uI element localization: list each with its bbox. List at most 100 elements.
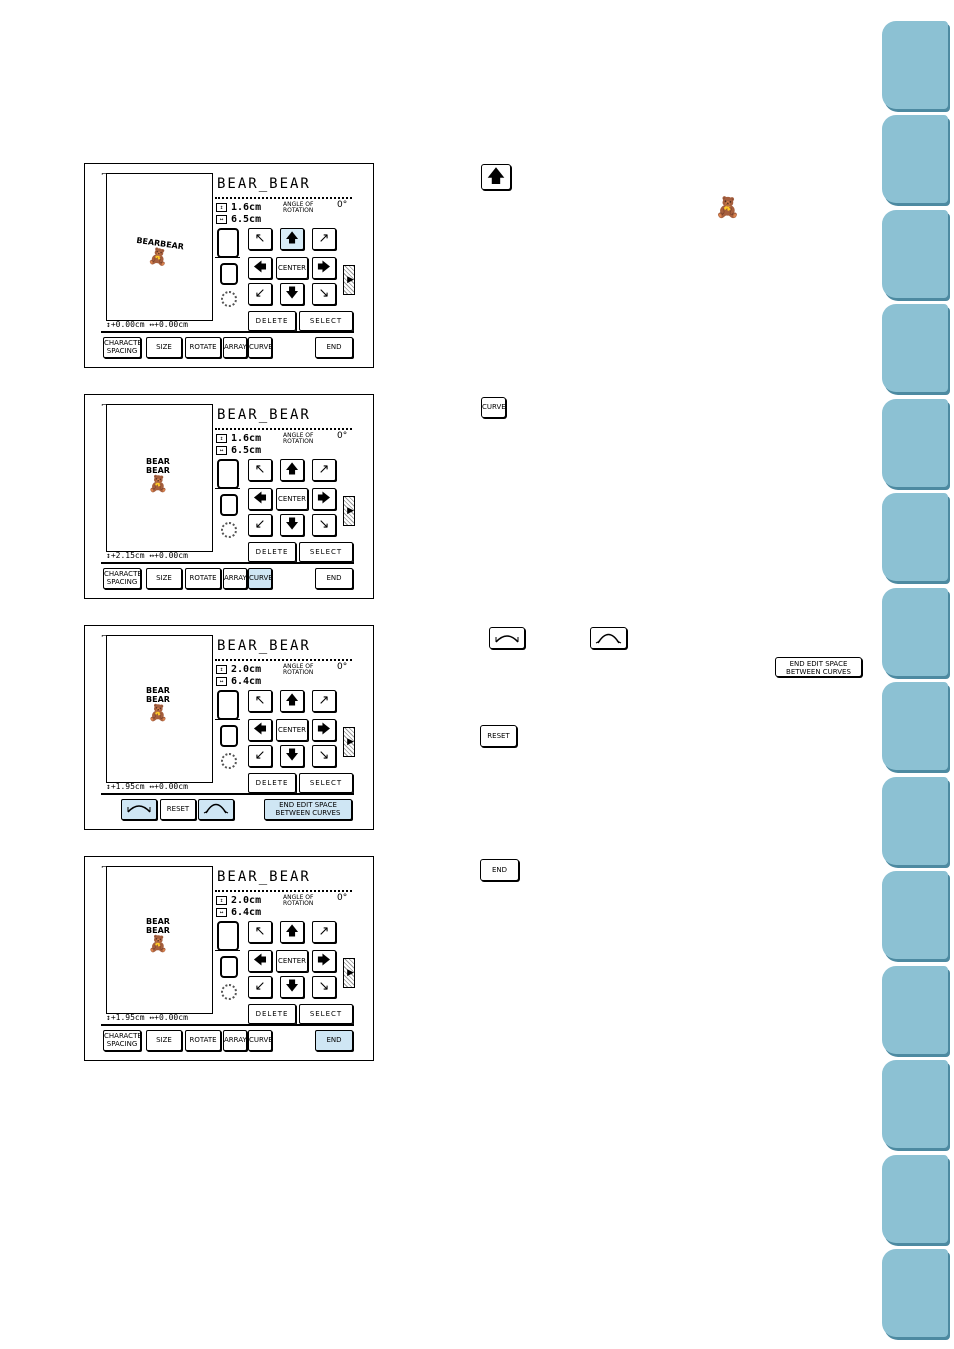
chapter-tab-7[interactable] — [882, 588, 948, 676]
chapter-tab-9[interactable] — [882, 777, 948, 865]
arrow-up-right-button[interactable]: ↗ — [312, 921, 336, 943]
chapter-tab-2[interactable] — [882, 115, 948, 203]
size-button[interactable]: SIZE — [146, 337, 182, 358]
arrow-down-button[interactable]: 🡇 — [280, 745, 304, 767]
arrow-up-button[interactable]: 🡅 — [280, 459, 304, 481]
machine-screen-1: ⌐ BEARBEAR 🧸 BEAR_BEAR ↕1.6cm ↔6.5cm ANG… — [84, 163, 374, 368]
arrow-right-button[interactable]: 🡆 — [312, 719, 336, 741]
teddy-bear-icon: 🧸 — [148, 474, 168, 493]
curve-increase-icon — [590, 627, 627, 649]
page-next-icon[interactable]: ▶ — [343, 727, 355, 757]
select-button[interactable]: SELECT — [299, 1004, 353, 1024]
delete-button[interactable]: DELETE — [248, 542, 296, 562]
arrow-right-button[interactable]: 🡆 — [312, 257, 336, 279]
delete-button[interactable]: DELETE — [248, 773, 296, 793]
chapter-tab-6[interactable] — [882, 493, 948, 581]
chapter-tab-13[interactable] — [882, 1155, 948, 1243]
end-button[interactable]: END — [315, 1030, 353, 1051]
curve-button[interactable]: CURVE — [248, 568, 272, 589]
chapter-tab-3[interactable] — [882, 210, 948, 298]
arrow-down-button[interactable]: 🡇 — [280, 976, 304, 998]
select-button[interactable]: SELECT — [299, 311, 353, 331]
curve-button[interactable]: CURVE — [248, 1030, 272, 1051]
height-readout: ↕2.0cm — [216, 664, 261, 676]
array-button[interactable]: ARRAY — [223, 568, 247, 589]
rotate-button[interactable]: ROTATE — [185, 568, 221, 589]
chapter-tab-4[interactable] — [882, 304, 948, 392]
character-spacing-button[interactable]: CHARACTERSPACING — [103, 568, 141, 589]
arrow-left-button[interactable]: 🡄 — [248, 950, 272, 972]
center-button[interactable]: CENTER — [276, 488, 308, 510]
arrow-left-button[interactable]: 🡄 — [248, 719, 272, 741]
arrow-up-left-button[interactable]: ↖ — [248, 228, 272, 250]
arrow-down-left-button[interactable]: ↙ — [248, 745, 272, 767]
arrow-down-left-button[interactable]: ↙ — [248, 514, 272, 536]
arrow-up-button[interactable]: 🡅 — [280, 228, 304, 250]
arrow-right-button[interactable]: 🡆 — [312, 488, 336, 510]
chapter-tab-5[interactable] — [882, 399, 948, 487]
arrow-up-left-button[interactable]: ↖ — [248, 690, 272, 712]
center-button[interactable]: CENTER — [276, 719, 308, 741]
reset-button[interactable]: RESET — [160, 799, 196, 820]
arrow-up-right-button[interactable]: ↗ — [312, 459, 336, 481]
array-button[interactable]: ARRAY — [223, 1030, 247, 1051]
machine-screen-3: ⌐ BEAR BEAR 🧸 BEAR_BEAR ↕2.0cm ↔6.4cm AN… — [84, 625, 374, 830]
page-next-icon[interactable]: ▶ — [343, 496, 355, 526]
curve-decrease-button[interactable] — [121, 799, 157, 820]
curve-increase-button[interactable] — [198, 799, 234, 820]
arrow-down-left-button[interactable]: ↙ — [248, 283, 272, 305]
arrow-up-button[interactable]: 🡅 — [280, 690, 304, 712]
curve-button[interactable]: CURVE — [248, 337, 272, 358]
arrow-down-left-button[interactable]: ↙ — [248, 976, 272, 998]
chapter-tab-12[interactable] — [882, 1060, 948, 1148]
arrow-left-button[interactable]: 🡄 — [248, 488, 272, 510]
select-button[interactable]: SELECT — [299, 773, 353, 793]
embroidery-preview: BEAR BEAR 🧸 — [106, 404, 213, 552]
size-button[interactable]: SIZE — [146, 1030, 182, 1051]
arrow-up-right-button[interactable]: ↗ — [312, 228, 336, 250]
character-spacing-button[interactable]: CHARACTERSPACING — [103, 337, 141, 358]
arrow-right-button[interactable]: 🡆 — [312, 950, 336, 972]
width-readout: ↔6.4cm — [216, 676, 261, 688]
arrow-up-right-button[interactable]: ↗ — [312, 690, 336, 712]
arrow-down-button[interactable]: 🡇 — [280, 514, 304, 536]
arrow-up-left-button[interactable]: ↖ — [248, 459, 272, 481]
character-spacing-button[interactable]: CHARACTERSPACING — [103, 1030, 141, 1051]
delete-button[interactable]: DELETE — [248, 311, 296, 331]
up-arrow-icon: 🡅 — [481, 164, 511, 190]
chapter-tab-10[interactable] — [882, 871, 948, 959]
arrow-down-right-button[interactable]: ↘ — [312, 514, 336, 536]
arrow-up-button[interactable]: 🡅 — [280, 921, 304, 943]
chapter-tab-14[interactable] — [882, 1249, 948, 1337]
chapter-tab-8[interactable] — [882, 682, 948, 770]
width-icon: ↔ — [216, 214, 227, 224]
height-readout: ↕1.6cm — [216, 202, 261, 214]
center-button[interactable]: CENTER — [276, 257, 308, 279]
large-hoop-icon — [217, 459, 239, 489]
end-button[interactable]: END — [315, 337, 353, 358]
arrow-down-button[interactable]: 🡇 — [280, 283, 304, 305]
arrow-up-left-button[interactable]: ↖ — [248, 921, 272, 943]
delete-button[interactable]: DELETE — [248, 1004, 296, 1024]
arrow-down-right-button[interactable]: ↘ — [312, 745, 336, 767]
array-button[interactable]: ARRAY — [223, 337, 247, 358]
arrow-down-right-button[interactable]: ↘ — [312, 283, 336, 305]
height-readout: ↕2.0cm — [216, 895, 261, 907]
center-button[interactable]: CENTER — [276, 950, 308, 972]
rotate-button[interactable]: ROTATE — [185, 337, 221, 358]
select-button[interactable]: SELECT — [299, 542, 353, 562]
chapter-tab-1[interactable] — [882, 21, 948, 109]
width-icon: ↔ — [216, 676, 227, 686]
arrow-down-right-button[interactable]: ↘ — [312, 976, 336, 998]
pattern-title: BEAR_BEAR — [217, 869, 311, 885]
arrow-left-button[interactable]: 🡄 — [248, 257, 272, 279]
chapter-tab-11[interactable] — [882, 966, 948, 1054]
page-next-icon[interactable]: ▶ — [343, 265, 355, 295]
page-next-icon[interactable]: ▶ — [343, 958, 355, 988]
rotate-button[interactable]: ROTATE — [185, 1030, 221, 1051]
end-button[interactable]: END — [315, 568, 353, 589]
size-button[interactable]: SIZE — [146, 568, 182, 589]
